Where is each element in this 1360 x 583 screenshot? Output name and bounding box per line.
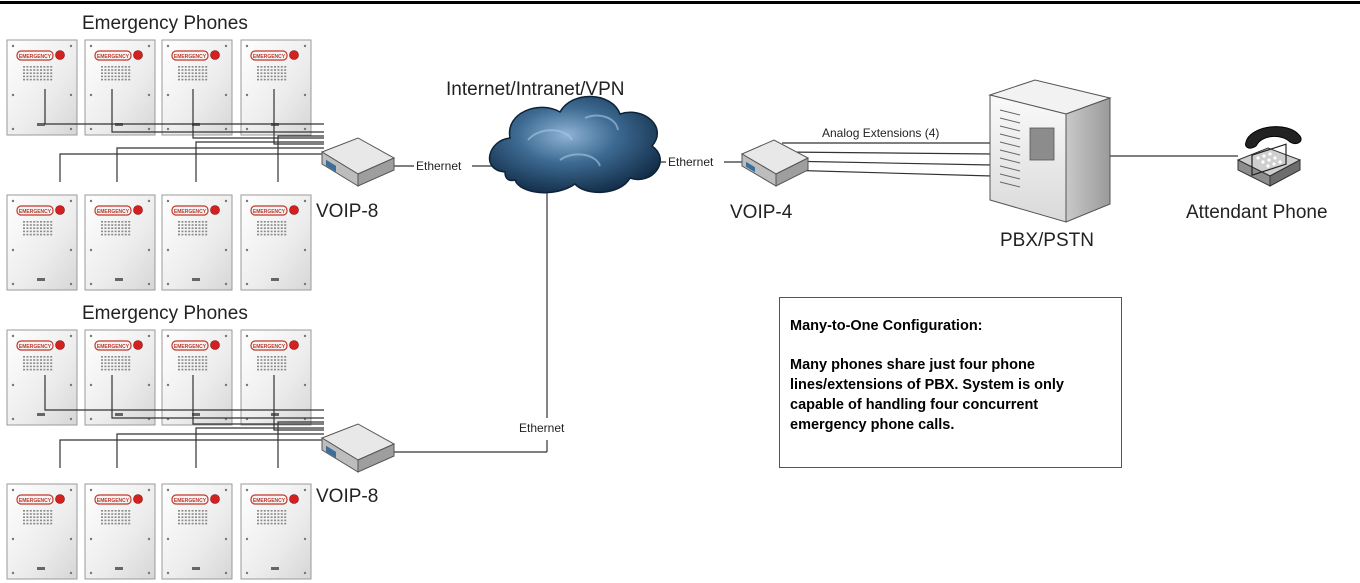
group-title-bottom: Emergency Phones [82, 303, 248, 324]
config-body: Many phones share just four phone lines/… [790, 357, 1064, 433]
attendant-phone-icon [1236, 126, 1302, 187]
pbx-label: PBX/PSTN [1000, 230, 1094, 251]
svg-text:EMERGENCY: EMERGENCY [19, 209, 52, 215]
svg-text:EMERGENCY: EMERGENCY [19, 54, 52, 60]
emergency-phone-icon: EMERGENCY [84, 329, 156, 426]
voip4-label: VOIP-4 [730, 202, 793, 223]
svg-text:EMERGENCY: EMERGENCY [253, 344, 286, 350]
emergency-phone-icon: EMERGENCY [240, 483, 312, 580]
voip8-device-icon [320, 137, 396, 187]
emergency-phone-group-bottom: EMERGENCY EMERGENCY EMERGENCY EMERGENCY EMER… [6, 329, 312, 580]
emergency-phone-icon: EMERGENCY [240, 39, 312, 136]
ethernet-label-bottom: Ethernet [519, 421, 565, 435]
emergency-phone-icon: EMERGENCY [6, 483, 78, 580]
emergency-phone-icon: EMERGENCY [84, 483, 156, 580]
pbx-server-icon [988, 79, 1112, 223]
emergency-phone-icon: EMERGENCY [6, 39, 78, 136]
connection-wires [44, 89, 1238, 468]
voip4-device-icon [740, 139, 810, 187]
emergency-phone-icon: EMERGENCY [84, 39, 156, 136]
emergency-phone-icon: EMERGENCY [84, 194, 156, 291]
config-title: Many-to-One Configuration: [790, 318, 983, 334]
emergency-phone-icon: EMERGENCY [240, 329, 312, 426]
network-label: Internet/Intranet/VPN [446, 79, 625, 100]
svg-text:EMERGENCY: EMERGENCY [174, 54, 207, 60]
svg-text:EMERGENCY: EMERGENCY [19, 344, 52, 350]
emergency-phone-icon: EMERGENCY [6, 194, 78, 291]
attendant-label: Attendant Phone [1186, 202, 1328, 223]
emergency-phone-icon: EMERGENCY [240, 194, 312, 291]
emergency-phone-icon: EMERGENCY [161, 483, 233, 580]
svg-text:EMERGENCY: EMERGENCY [174, 209, 207, 215]
emergency-phone-group-top: EMERGENCY EMERGENCY EMERGENCY EMERGENCY EMER… [6, 39, 312, 291]
svg-text:EMERGENCY: EMERGENCY [253, 54, 286, 60]
emergency-phone-icon: EMERGENCY [161, 39, 233, 136]
voip8-label-bottom: VOIP-8 [316, 486, 378, 507]
svg-text:EMERGENCY: EMERGENCY [19, 498, 52, 504]
svg-text:EMERGENCY: EMERGENCY [174, 498, 207, 504]
group-title-top: Emergency Phones [82, 13, 248, 34]
svg-text:EMERGENCY: EMERGENCY [97, 344, 130, 350]
analog-extensions-label: Analog Extensions (4) [822, 126, 939, 140]
svg-text:EMERGENCY: EMERGENCY [174, 344, 207, 350]
emergency-phone-icon: EMERGENCY [161, 329, 233, 426]
ethernet-label-voip4: Ethernet [668, 155, 714, 169]
svg-text:EMERGENCY: EMERGENCY [97, 54, 130, 60]
cloud-icon [488, 95, 661, 194]
ethernet-label-top: Ethernet [416, 159, 462, 173]
emergency-phone-icon: EMERGENCY [6, 329, 78, 426]
svg-text:EMERGENCY: EMERGENCY [253, 209, 286, 215]
svg-text:EMERGENCY: EMERGENCY [253, 498, 286, 504]
svg-text:EMERGENCY: EMERGENCY [97, 498, 130, 504]
voip8-device-icon [320, 423, 396, 473]
voip8-label-top: VOIP-8 [316, 201, 378, 222]
configuration-note-box: Many-to-One Configuration: Many phones s… [779, 297, 1122, 468]
emergency-phone-icon: EMERGENCY [161, 194, 233, 291]
svg-text:EMERGENCY: EMERGENCY [97, 209, 130, 215]
